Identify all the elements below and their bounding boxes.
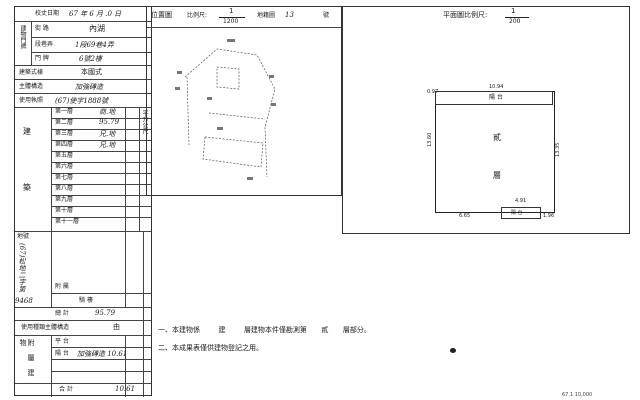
area-group-a: 建: [23, 127, 31, 136]
section-value: 1段69巷4弄: [75, 41, 114, 49]
floor-value: 兄.地: [99, 141, 116, 149]
dim-bottom-left: 6.65: [459, 213, 471, 219]
structure-value: 本國式: [81, 68, 102, 76]
floor-value: 商.地: [99, 108, 116, 116]
floor-label: 第八層: [55, 185, 74, 192]
use-label: 使用種類主體構造: [21, 324, 70, 331]
dim-bottom-mid: 4.91: [515, 198, 527, 204]
floor-label: 第六層: [55, 163, 74, 170]
note1-b: 建: [218, 326, 226, 334]
location-map-title: 位置圖: [151, 11, 172, 19]
section-label: 段巷弄: [35, 41, 54, 48]
dim-top: 10.94: [489, 84, 504, 90]
building-outline: [435, 91, 555, 213]
use-value: 由: [113, 323, 120, 331]
area-group-b: 築: [23, 183, 31, 192]
note1-a: 一、本建物係: [158, 326, 200, 334]
permit-value: (67)使字1888號: [55, 97, 109, 105]
floor-plan-scale-num: 1: [511, 7, 516, 15]
cadastral-sketch: [175, 39, 276, 180]
total-label: 總 計: [55, 310, 69, 317]
sheet-label: 地籍圖: [257, 12, 276, 19]
floor-label: 第三層: [55, 130, 74, 137]
floor-char-2: 層: [493, 171, 501, 180]
dim-left: 13.60: [427, 132, 433, 147]
floor-plan-title: 平面圖比例尺:: [443, 11, 488, 19]
street-value: 內湖: [89, 24, 105, 33]
land-no: 9468: [15, 297, 33, 305]
eaves-value: 加強磚造 10.61: [77, 350, 128, 358]
ink-mark: [450, 348, 456, 353]
floor-label: 第五層: [55, 152, 74, 159]
total-value: 95.79: [95, 309, 116, 317]
floor-label: 第一層: [55, 108, 74, 115]
floor-plan-scale-den: 200: [509, 18, 521, 25]
note1-d: 貳: [321, 326, 329, 334]
floor-label: 第二層: [55, 119, 74, 126]
location-scale-den: 1200: [223, 18, 239, 25]
land-label: 地號: [17, 233, 30, 240]
floor-plan-panel: 平面圖比例尺: 1 200 陽 台 貳 層 陽 台 10.94 0.97 13.…: [342, 6, 630, 234]
number-label: 門 牌: [35, 55, 49, 62]
floor-value: 95.79: [99, 118, 120, 126]
location-map-panel: 位置圖 比例尺: 1 1200 地籍圖 13 號: [146, 6, 342, 196]
floor-label: 第七層: [55, 174, 74, 181]
floor-label: 第十一層: [55, 218, 80, 225]
attached-group-label: 附屬建物: [19, 339, 35, 384]
permit-label: 使用執照: [19, 97, 44, 104]
material-value: 加強磚造: [75, 83, 103, 91]
building-data-table: 校丈日期 67 年 6 月 .0 日 建物門牌 街 路 內湖 段巷弄 1段69巷…: [14, 6, 152, 397]
attached-total-value: 10.61: [115, 385, 136, 393]
floor-label: 第九層: [55, 196, 74, 203]
unit-label-1: 平方公尺: [141, 110, 148, 134]
building-group-label: 建物門牌: [19, 25, 26, 49]
notes-block: 一、本建物係 建 層建物本件僅勘測第 貳 層部分。 二、本成果表僅供建物登記之用…: [158, 326, 458, 362]
form-footer-code: 67.1 10,000: [562, 392, 593, 398]
annex-label: 附 屬: [55, 283, 69, 290]
dim-bottom-right: 1.96: [543, 213, 555, 219]
structure-label: 建築式樣: [19, 69, 44, 76]
sheet-suffix: 號: [323, 12, 330, 19]
note2: 二、本成果表僅供建物登記之用。: [158, 344, 263, 352]
note1-c: 層建物本件僅勘測第: [243, 326, 307, 334]
rear-balcony: [501, 207, 541, 219]
eaves-label: 陽 台: [55, 350, 69, 357]
street-label: 街 路: [35, 25, 49, 32]
date-label: 校丈日期: [35, 10, 60, 17]
floor-char-1: 貳: [493, 133, 501, 142]
note1-e: 層部分。: [342, 326, 371, 334]
rear-balcony-text: 陽 台: [511, 210, 523, 216]
number-value: 6號2樓: [79, 55, 102, 63]
balcony-text: 陽 台: [489, 94, 503, 101]
floor-label: 第十層: [55, 207, 74, 214]
floor-label: 第四層: [55, 141, 74, 148]
attached-total-label: 合 計: [59, 386, 73, 393]
land-value: (67)松地二字第: [18, 243, 26, 293]
location-scale-num: 1: [229, 7, 234, 15]
location-scale-label: 比例尺:: [187, 12, 208, 19]
floor-value: 兄.地: [99, 130, 116, 138]
dim-right: 13.35: [555, 142, 561, 157]
sheet-value: 13: [285, 11, 294, 19]
stair-label: 騎 樓: [79, 297, 93, 304]
balcony-label: 平 台: [55, 338, 69, 345]
material-label: 主體構造: [19, 83, 44, 90]
date-value: 67 年 6 月 .0 日: [69, 10, 122, 18]
balcony-strip: [435, 91, 553, 105]
dim-corner: 0.97: [427, 89, 439, 95]
